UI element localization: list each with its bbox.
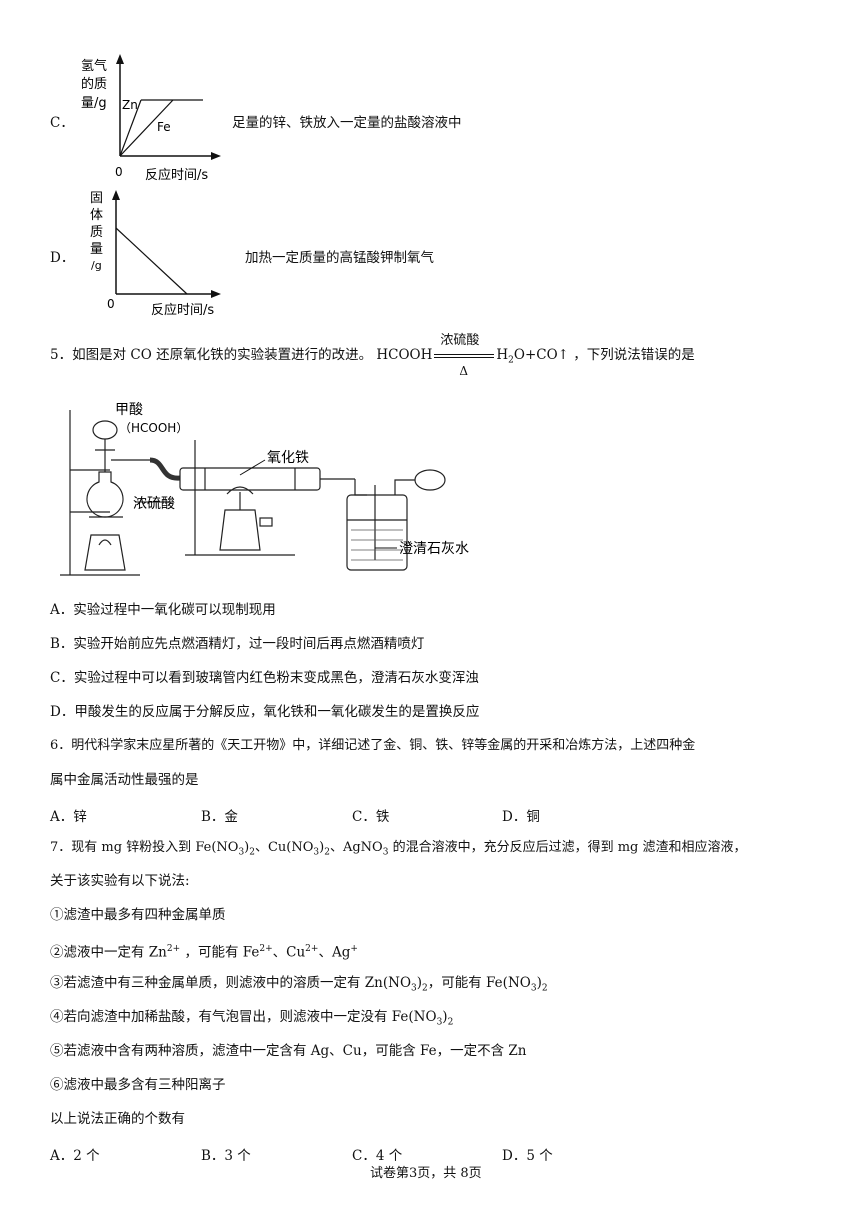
co-reduction-apparatus-figure: 甲酸 （HCOOH） 氧化铁 浓硫酸 澄清石灰水: [60, 402, 469, 576]
graph-origin: 0: [107, 297, 115, 311]
y-label-line-1: 氢气: [81, 58, 107, 74]
condition-catalyst: 浓硫酸: [440, 332, 480, 348]
q6-stem-line-2: 属中金属活动性最强的是: [50, 772, 199, 788]
q5-formula-left: HCOOH: [376, 347, 433, 363]
q7-s2-text-1: ②滤液中一定有 Zn: [50, 944, 167, 961]
q7-s2-text-4: 、Ag: [318, 944, 351, 961]
solid-mass-graph: 固 体 质 量 /g 0 反应时间/s: [90, 190, 221, 318]
q6-option-b: B．金: [201, 809, 238, 825]
q7-s2-text-3: 、Cu: [272, 944, 306, 961]
q7-s2-text-2: ，可能有 Fe: [180, 944, 260, 961]
y-label-line-1: 固: [90, 191, 103, 206]
q7-s3-sub-3: 3: [530, 983, 537, 994]
q5-option-b: B．实验开始前应先点燃酒精灯，过一段时间后再点燃酒精喷灯: [50, 636, 425, 652]
q7-stem-line-2: 关于该实验有以下说法:: [50, 873, 190, 889]
label-formic-acid-formula: （HCOOH）: [119, 421, 188, 435]
graph-origin: 0: [115, 165, 123, 179]
q5-stem-post: ，下列说法错误的是: [573, 347, 695, 363]
q6-option-c: C．铁: [352, 809, 390, 825]
q6-option-d: D．铜: [502, 809, 540, 825]
q7-text-1: 7．现有 mg 锌粉投入到 Fe(NO: [50, 840, 239, 855]
option-d-description: 加热一定质量的高锰酸钾制氧气: [245, 250, 434, 266]
condition-heat: Δ: [459, 363, 469, 378]
option-c-letter: C．: [50, 115, 74, 131]
reaction-condition: 浓硫酸 Δ: [434, 333, 495, 378]
y-label-line-5: /g: [91, 259, 102, 272]
q7-statement-5: ⑤若滤液中含有两种溶质，滤渣中一定含有 Ag、Cu，可能含 Fe，一定不含 Zn: [50, 1043, 527, 1059]
q7-text-5: 、AgNO: [329, 840, 383, 855]
question-5-stem: 5．如图是对 CO 还原氧化铁的实验装置进行的改进。 HCOOH 浓硫酸 Δ H…: [50, 333, 695, 378]
q7-text-6: 的混合溶液中，充分反应后过滤，得到 mg 滤渣和相应溶液，: [388, 840, 747, 855]
q7-option-c: C．4 个: [352, 1148, 403, 1164]
y-label-line-2: 的质: [81, 76, 107, 92]
label-sulfuric-acid: 浓硫酸: [133, 496, 175, 512]
y-label-line-3: 质: [90, 225, 103, 240]
q6-option-a: A．锌: [50, 809, 87, 825]
q7-s3-sub-4: 2: [541, 983, 548, 994]
q7-statement-1: ①滤渣中最多有四种金属单质: [50, 907, 226, 923]
q7-s3-text-2: ): [416, 975, 423, 991]
option-d-letter: D．: [50, 250, 75, 266]
q7-s4-sub-1: 3: [436, 1017, 443, 1028]
q7-question: 以上说法正确的个数有: [50, 1111, 185, 1127]
q7-option-b: B．3 个: [201, 1148, 251, 1164]
y-label-line-2: 体: [90, 208, 103, 223]
q7-s3-sub-1: 3: [411, 983, 417, 994]
q7-s3-text-1: ③若滤渣中有三种金属单质，则滤液中的溶质一定有 Zn(NO: [50, 975, 412, 991]
q5-stem-pre: 5．如图是对 CO 还原氧化铁的实验装置进行的改进。: [50, 347, 373, 363]
q5-product-h: H: [496, 347, 509, 363]
q5-option-c: C．实验过程中可以看到玻璃管内红色粉末变成黑色，澄清石灰水变浑浊: [50, 670, 479, 686]
label-limewater: 澄清石灰水: [399, 541, 469, 557]
y-label-line-3: 量/g: [81, 96, 107, 111]
q7-sub-4: 2: [324, 847, 330, 858]
q7-text-3: 、Cu(NO: [254, 840, 314, 855]
q5-product-rest: O+CO↑: [513, 347, 569, 363]
q7-option-a: A．2 个: [50, 1148, 100, 1164]
q7-s2-sup-2: 2+: [259, 944, 273, 954]
q5-option-d: D．甲酸发生的反应属于分解反应，氧化铁和一氧化碳发生的是置换反应: [50, 704, 480, 720]
x-axis-label: 反应时间/s: [145, 167, 208, 183]
q7-sub-5: 3: [382, 847, 389, 858]
q6-stem-line-1: 6．明代科学家末应星所著的《天工开物》中，详细记述了金、铜、铁、锌等金属的开采和…: [50, 738, 696, 753]
q7-statement-6: ⑥滤液中最多含有三种阳离子: [50, 1077, 226, 1093]
q7-statement-4: ④若向滤渣中加稀盐酸，有气泡冒出，则滤液中一定没有 Fe(NO3)2: [50, 1008, 453, 1032]
q7-text-2: ): [244, 840, 250, 855]
option-c-description: 足量的锌、铁放入一定量的盐酸溶液中: [232, 115, 462, 131]
q7-statement-2: ②滤液中一定有 Zn2+ ，可能有 Fe2+、Cu2+、Ag+: [50, 940, 358, 962]
q7-sub-1: 3: [238, 847, 245, 858]
q7-sub-2: 2: [249, 847, 255, 858]
q7-s4-sub-2: 2: [447, 1017, 454, 1028]
y-label-line-4: 量: [90, 242, 103, 257]
q7-s4-text-1: ④若向滤渣中加稀盐酸，有气泡冒出，则滤液中一定没有 Fe(NO: [50, 1009, 437, 1025]
q7-text-4: ): [319, 840, 325, 855]
q7-s3-text-3: ，可能有 Fe(NO: [427, 975, 531, 991]
q7-stem-line-1: 7．现有 mg 锌粉投入到 Fe(NO3)2、Cu(NO3)2、AgNO3 的混…: [50, 839, 747, 862]
label-iron-oxide: 氧化铁: [267, 450, 309, 466]
q7-s2-sup-3: 2+: [305, 944, 319, 954]
page-footer: 试卷第3页，共 8页: [370, 1166, 482, 1181]
series-label-fe: Fe: [157, 120, 171, 134]
x-axis-label: 反应时间/s: [151, 302, 214, 318]
q7-s2-sup-4: +: [350, 944, 358, 954]
q7-s2-sup-1: 2+: [166, 944, 181, 954]
q7-statement-3: ③若滤渣中有三种金属单质，则滤液中的溶质一定有 Zn(NO3)2，可能有 Fe(…: [50, 974, 548, 998]
q5-product-sub: 2: [508, 355, 514, 366]
label-formic-acid: 甲酸: [115, 402, 143, 418]
hydrogen-mass-graph: 氢气 的质 量/g Zn Fe 0 反应时间/s: [81, 54, 221, 183]
q7-s3-text-4: ): [536, 975, 542, 991]
q7-s4-text-2: ): [442, 1009, 448, 1025]
q7-s3-sub-2: 2: [422, 983, 428, 994]
q7-option-d: D．5 个: [502, 1148, 553, 1164]
series-label-zn: Zn: [122, 98, 138, 112]
q7-sub-3: 3: [313, 847, 320, 858]
q5-option-a: A．实验过程中一氧化碳可以现制现用: [50, 602, 276, 618]
